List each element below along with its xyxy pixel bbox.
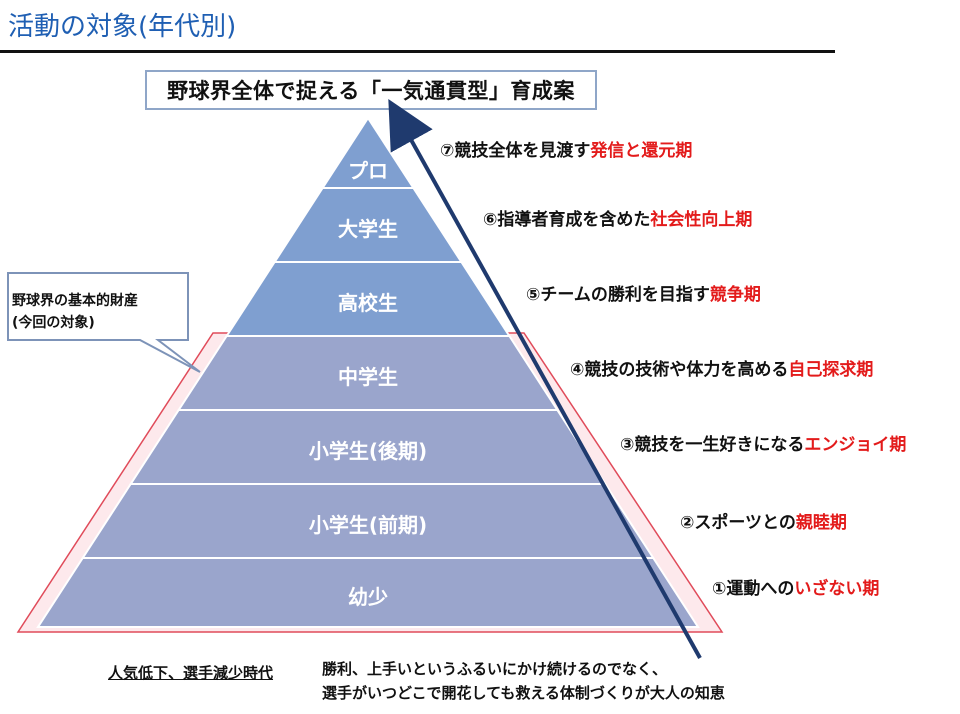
footer-era-label: 人気低下、選手減少時代 xyxy=(108,664,274,682)
phase-text: ②スポーツとの xyxy=(680,513,796,533)
phase-highlight: 自己探求期 xyxy=(788,360,874,380)
tier-label-3: 高校生 xyxy=(338,291,398,315)
header-box: 野球界全体で捉える「一気通貫型」育成案 xyxy=(145,70,597,110)
tier-label-2: 大学生 xyxy=(338,217,398,241)
title-rule xyxy=(0,50,835,53)
tier-label-1: プロ xyxy=(348,159,388,183)
callout-text: 野球界の基本的財産 (今回の対象) xyxy=(12,290,182,334)
tier-label-4: 中学生 xyxy=(338,365,398,389)
footer-message-line-2: 選手がいつどこで開花しても救える体制づくりが大人の知恵 xyxy=(322,684,725,702)
progression-arrow xyxy=(388,99,702,659)
phase-label-5: ⑤チームの勝利を目指す競争期 xyxy=(526,280,761,305)
phase-text: ⑦競技全体を見渡す xyxy=(440,141,591,161)
phase-text: ⑥指導者育成を含めた xyxy=(483,210,651,230)
phase-text: ③競技を一生好きになる xyxy=(620,435,805,455)
phase-text: ①運動への xyxy=(712,579,795,599)
callout-bubble xyxy=(7,272,201,373)
phase-highlight: 親睦期 xyxy=(795,513,847,533)
callout-line-1: 野球界の基本的財産 xyxy=(12,293,138,309)
tier-label-5: 小学生(後期) xyxy=(308,439,428,463)
phase-text: ④競技の技術や体力を高める xyxy=(570,360,789,380)
phase-highlight: 競争期 xyxy=(709,285,761,305)
pyramid-tier-7 xyxy=(36,557,700,628)
phase-label-2: ②スポーツとの親睦期 xyxy=(680,508,847,533)
page-title: 活動の対象(年代別) xyxy=(8,12,237,42)
phase-label-3: ③競技を一生好きになるエンジョイ期 xyxy=(620,430,906,455)
pyramid-tiers xyxy=(36,116,700,628)
footer-message: 勝利、上手いというふるいにかけ続けるのでなく、 選手がいつどこで開花しても救える… xyxy=(322,657,725,705)
tier-label-6: 小学生(前期) xyxy=(308,513,428,537)
tier-label-7: 幼少 xyxy=(348,584,388,609)
phase-highlight: 社会性向上期 xyxy=(650,210,753,230)
phase-label-1: ①運動へのいざない期 xyxy=(712,574,879,599)
callout-line-2: (今回の対象) xyxy=(12,315,95,331)
phase-text: ⑤チームの勝利を目指す xyxy=(526,285,710,305)
phase-highlight: 発信と還元期 xyxy=(590,141,693,161)
phase-highlight: いざない期 xyxy=(794,579,880,599)
phase-label-4: ④競技の技術や体力を高める自己探求期 xyxy=(570,355,873,380)
phase-label-6: ⑥指導者育成を含めた社会性向上期 xyxy=(483,205,752,230)
footer-message-line-1: 勝利、上手いというふるいにかけ続けるのでなく、 xyxy=(322,660,668,678)
phase-highlight: エンジョイ期 xyxy=(804,435,907,455)
phase-label-7: ⑦競技全体を見渡す発信と還元期 xyxy=(440,136,692,161)
